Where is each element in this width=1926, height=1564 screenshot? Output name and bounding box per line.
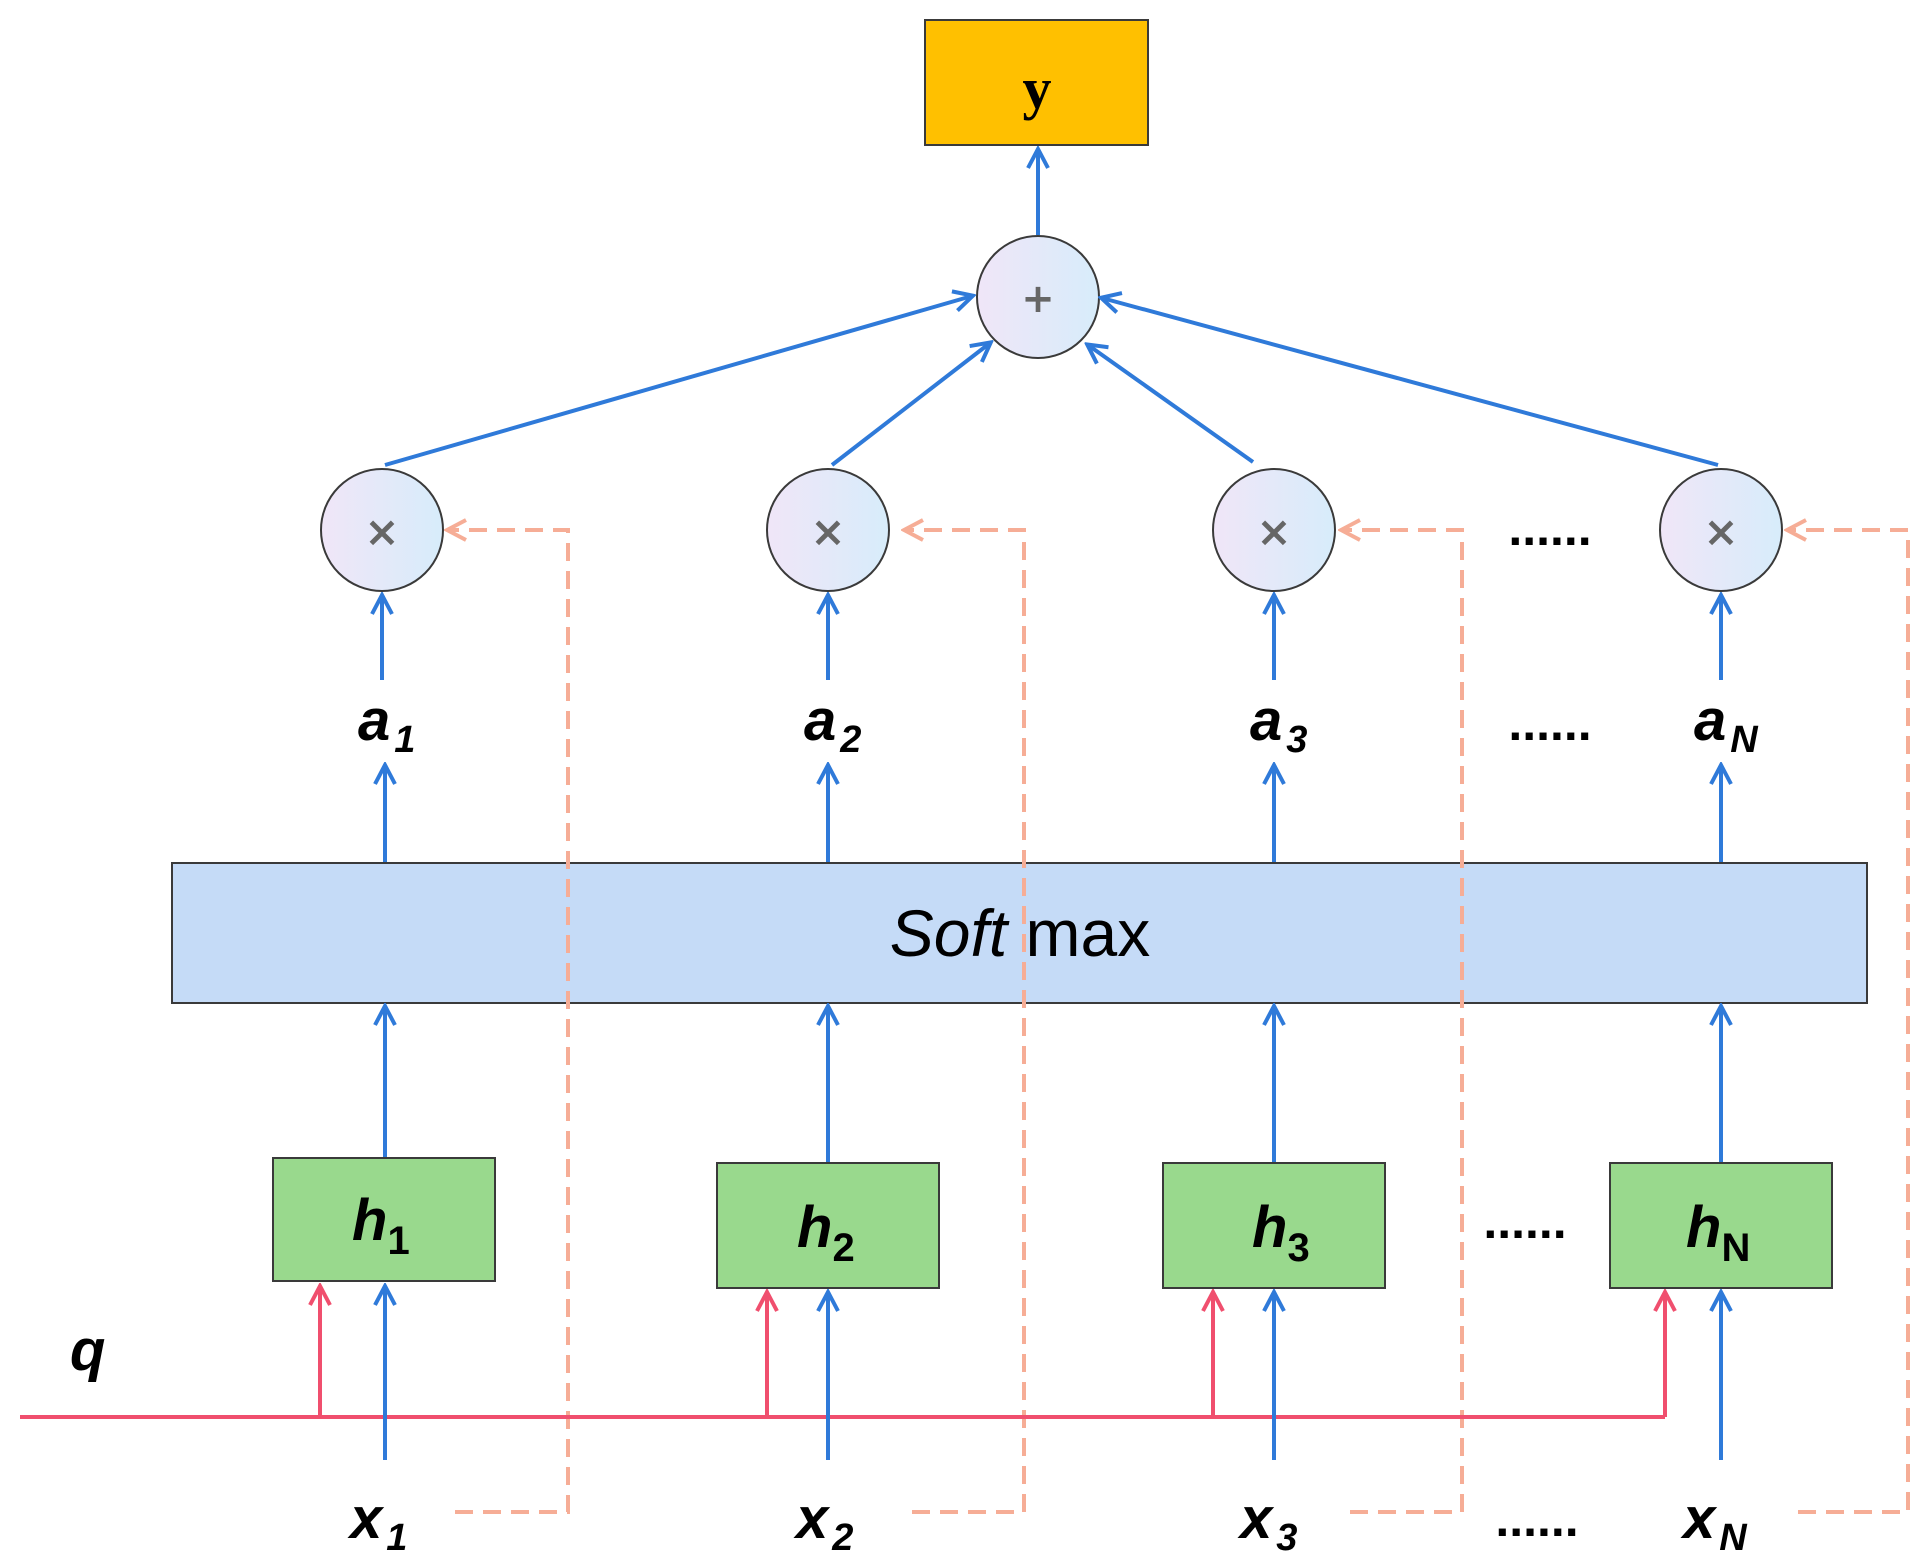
mult-node-2: × xyxy=(766,468,890,592)
mult-node-3: × xyxy=(1212,468,1336,592)
arrow-mult3-to-sum xyxy=(1088,345,1255,464)
arrow-mult1-to-sum xyxy=(384,296,972,467)
plus-icon: + xyxy=(1021,276,1055,322)
ellipsis-hidden: ...... xyxy=(1483,1193,1566,1249)
skip-xN-to-multN xyxy=(1788,530,1910,1514)
multiply-icon: × xyxy=(810,507,845,556)
skip-x2-to-mult2 xyxy=(905,530,1026,1514)
ellipsis-inputs: ...... xyxy=(1495,1491,1578,1547)
hidden-box-N: hN xyxy=(1609,1162,1833,1289)
hidden-label-3: h3 xyxy=(1252,1195,1310,1270)
mult-node-1: × xyxy=(320,468,444,592)
hidden-label-1: h1 xyxy=(352,1188,410,1263)
multiply-icon: × xyxy=(1256,507,1291,556)
hidden-label-N: hN xyxy=(1686,1195,1750,1270)
output-box: y xyxy=(924,19,1149,146)
arrow-mult2-to-sum xyxy=(830,343,990,467)
output-label: y xyxy=(1023,56,1052,121)
ellipsis-mult: ...... xyxy=(1508,500,1591,556)
multiply-icon: × xyxy=(364,507,399,556)
skip-x3-to-mult3 xyxy=(1342,530,1464,1514)
hidden-label-2: h2 xyxy=(797,1195,855,1270)
softmax-label: Soft max xyxy=(890,896,1150,970)
hidden-box-1: h1 xyxy=(272,1157,496,1282)
query-line xyxy=(20,1287,1665,1419)
ellipsis-weights: ...... xyxy=(1508,695,1591,751)
multiply-icon: × xyxy=(1703,507,1738,556)
sum-node: + xyxy=(976,235,1100,359)
query-label: q xyxy=(70,1318,105,1383)
hidden-box-2: h2 xyxy=(716,1162,940,1289)
mult-node-N: × xyxy=(1659,468,1783,592)
softmax-box: Soft max xyxy=(171,862,1868,1004)
arrow-multN-to-sum xyxy=(1102,298,1719,467)
skip-x1-to-mult1 xyxy=(448,530,570,1514)
hidden-box-3: h3 xyxy=(1162,1162,1386,1289)
skip-connections xyxy=(448,530,1910,1514)
